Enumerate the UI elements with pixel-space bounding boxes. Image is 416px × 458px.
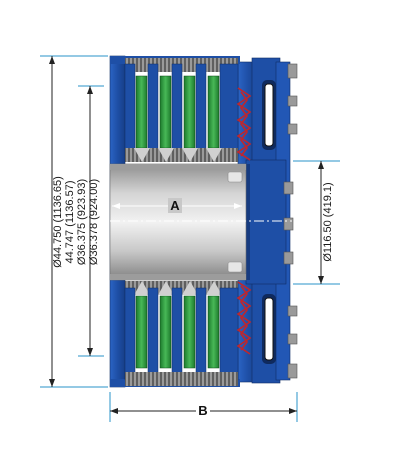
outer-diameter-dimension: Ø44.750 (1136.65) 44.747 (1136.57) [40,55,108,388]
springs [236,87,252,355]
shaft [109,163,292,281]
outer-diameter-line2: 44.747 (1136.57) [64,181,76,264]
label-a: A [170,198,180,213]
inner-diameter-dimension: Ø36.375 (923.93) Ø36.378 (924.00) [76,85,104,357]
width-b-dimension: B [109,392,298,422]
top-plate-stack [124,58,239,162]
inner-diameter-line2: Ø36.378 (924.00) [88,179,100,265]
inner-diameter-line1: Ø36.375 (923.93) [76,179,88,265]
hub-diameter-text: Ø116.50 (419.1) [322,182,334,261]
label-b: B [198,403,207,418]
length-a-dimension: A [112,198,242,213]
hub-diameter-dimension: Ø116.50 (419.1) [293,160,340,285]
outer-diameter-line1: Ø44.750 (1136.65) [52,176,64,268]
bottom-plate-stack [124,281,239,386]
flange-bolts [283,63,298,379]
